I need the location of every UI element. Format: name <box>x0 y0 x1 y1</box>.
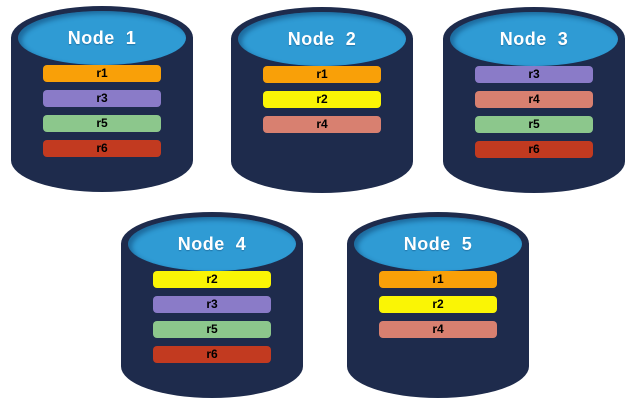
replica-label: r5 <box>528 117 540 131</box>
replica-label: r4 <box>528 92 540 106</box>
node-4-title: Node 4 <box>177 233 247 254</box>
node-4-replica-r2: r2 <box>153 271 271 288</box>
node-4-cylinder-top: Node 4 <box>128 217 296 271</box>
replica-label: r4 <box>316 117 328 131</box>
node-1-replica-r5: r5 <box>43 115 161 132</box>
replica-label: r3 <box>206 297 218 311</box>
replica-label: r1 <box>432 272 444 286</box>
node-4: Node 4 r2 r3 r5 r6 <box>121 212 303 398</box>
replica-label: r2 <box>316 92 328 106</box>
replica-label: r1 <box>96 66 108 80</box>
replica-label: r5 <box>96 116 108 130</box>
replica-label: r6 <box>96 141 108 155</box>
node-1-title: Node 1 <box>67 27 137 48</box>
node-3-replica-list: r3 r4 r5 r6 <box>475 66 593 166</box>
node-1-replica-r6: r6 <box>43 140 161 157</box>
node-2-cylinder-top: Node 2 <box>238 12 406 66</box>
replica-label: r3 <box>96 91 108 105</box>
node-2-replica-r4: r4 <box>263 116 381 133</box>
node-5-replica-r4: r4 <box>379 321 497 338</box>
node-1-replica-r3: r3 <box>43 90 161 107</box>
node-3-cylinder-top: Node 3 <box>450 12 618 66</box>
replica-label: r2 <box>432 297 444 311</box>
node-5-replica-list: r1 r2 r4 <box>379 271 497 346</box>
node-3-replica-r3: r3 <box>475 66 593 83</box>
node-3-replica-r6: r6 <box>475 141 593 158</box>
replica-label: r2 <box>206 272 218 286</box>
node-4-replica-r3: r3 <box>153 296 271 313</box>
node-3-replica-r5: r5 <box>475 116 593 133</box>
replica-label: r6 <box>528 142 540 156</box>
node-3: Node 3 r3 r4 r5 r6 <box>443 7 625 193</box>
node-5-cylinder-top: Node 5 <box>354 217 522 271</box>
replica-label: r6 <box>206 347 218 361</box>
node-4-replica-list: r2 r3 r5 r6 <box>153 271 271 371</box>
replica-label: r3 <box>528 67 540 81</box>
node-4-replica-r5: r5 <box>153 321 271 338</box>
node-1: Node 1 r1 r3 r5 r6 <box>11 6 193 192</box>
node-1-replica-r1: r1 <box>43 65 161 82</box>
node-2-title: Node 2 <box>287 28 357 49</box>
node-4-replica-r6: r6 <box>153 346 271 363</box>
node-2: Node 2 r1 r2 r4 <box>231 7 413 193</box>
node-5-title: Node 5 <box>403 233 473 254</box>
node-2-replica-r2: r2 <box>263 91 381 108</box>
replica-label: r1 <box>316 67 328 81</box>
node-5-replica-r2: r2 <box>379 296 497 313</box>
replica-label: r5 <box>206 322 218 336</box>
node-5: Node 5 r1 r2 r4 <box>347 212 529 398</box>
node-2-replica-list: r1 r2 r4 <box>263 66 381 141</box>
node-1-cylinder-top: Node 1 <box>18 11 186 65</box>
node-5-replica-r1: r1 <box>379 271 497 288</box>
node-2-replica-r1: r1 <box>263 66 381 83</box>
node-3-replica-r4: r4 <box>475 91 593 108</box>
node-1-replica-list: r1 r3 r5 r6 <box>43 65 161 165</box>
replica-label: r4 <box>432 322 444 336</box>
node-3-title: Node 3 <box>499 28 569 49</box>
